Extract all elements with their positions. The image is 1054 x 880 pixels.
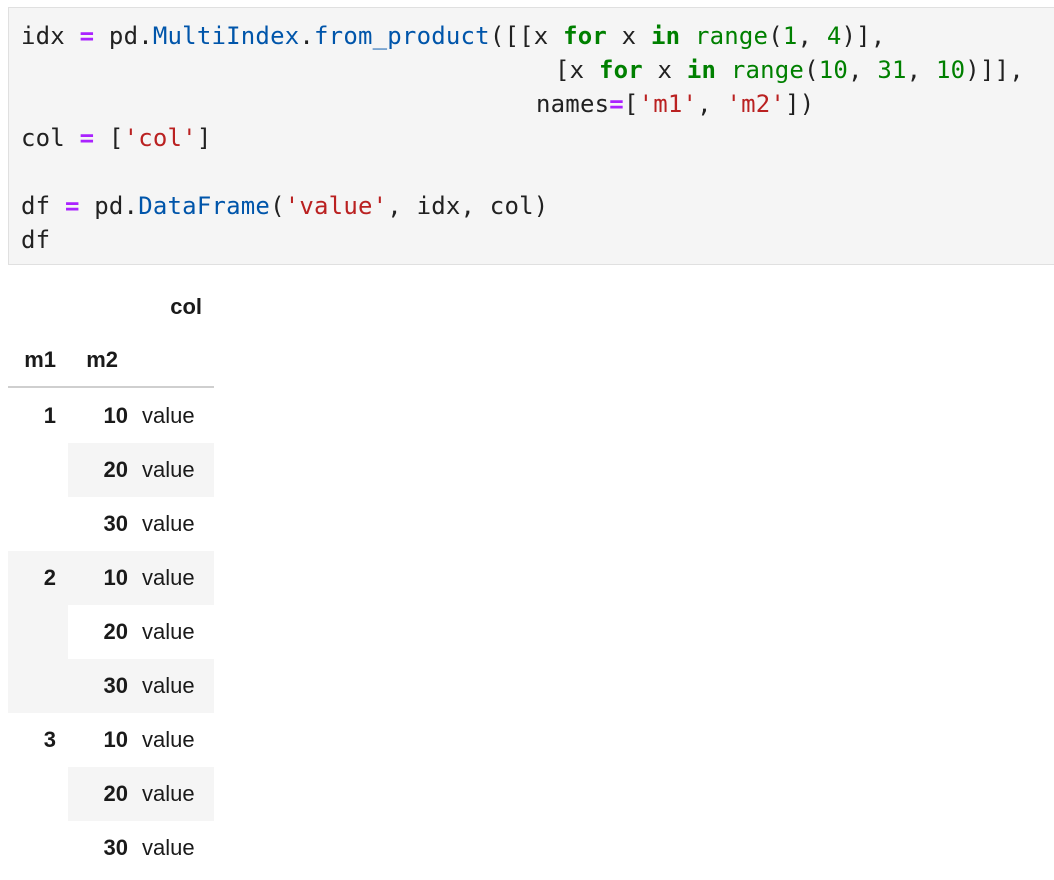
index-m2-cell: 30 <box>103 511 128 536</box>
index-m2-cell: 30 <box>103 835 128 860</box>
value-cell: value <box>142 835 195 860</box>
table-row: 2 10 value <box>8 551 214 713</box>
index-m1-cell <box>8 767 68 821</box>
table-row: 20 value <box>8 767 214 821</box>
column-header-col: col <box>170 294 202 319</box>
table-header-row: col <box>8 280 214 334</box>
code-line-5: df = pd.DataFrame('value', idx, col) <box>21 192 549 220</box>
table-row: 30 value <box>8 821 214 875</box>
index-m1-cell: 1 <box>43 403 56 428</box>
value-cell: value <box>142 511 195 536</box>
index-m2-cell: 30 <box>68 659 128 713</box>
index-name-m2: m2 <box>86 347 118 372</box>
index-m2-cell: 20 <box>103 619 128 644</box>
index-m2-cell: 10 <box>103 403 128 428</box>
table-row: 20 value <box>8 605 214 659</box>
table-row: 30 value <box>8 497 214 551</box>
value-cell: value <box>142 727 195 752</box>
index-names-row: m1 m2 <box>8 333 214 387</box>
value-cell: value <box>128 767 214 821</box>
code-line-2: [x for x in range(10, 31, 10)]], <box>555 56 1024 84</box>
code-cell[interactable]: idx = pd.MultiIndex.from_product([[x for… <box>8 7 1054 265</box>
header-divider <box>8 386 214 388</box>
code-line-6: df <box>21 226 51 254</box>
value-cell: value <box>128 551 214 605</box>
index-m1-cell <box>8 497 68 551</box>
table-row: 3 10 value <box>8 713 214 767</box>
index-m1-cell <box>8 443 68 497</box>
value-cell: value <box>128 659 214 713</box>
table-row: 1 10 value <box>8 389 214 443</box>
value-cell: value <box>142 403 195 428</box>
index-m2-cell: 10 <box>68 551 128 605</box>
table-row: 30 value <box>8 659 214 713</box>
index-m1-cell: 3 <box>43 727 56 752</box>
value-cell: value <box>142 619 195 644</box>
table-row: 20 value <box>8 443 214 497</box>
code-line-3: names=['m1', 'm2']) <box>536 90 815 118</box>
code-line-1: idx = pd.MultiIndex.from_product([[x for… <box>21 22 886 50</box>
value-cell: value <box>128 443 214 497</box>
index-m1-cell <box>8 821 68 875</box>
index-m2-cell: 10 <box>103 727 128 752</box>
code-line-4: col = ['col'] <box>21 124 212 152</box>
index-m2-cell: 20 <box>68 767 128 821</box>
index-name-m1: m1 <box>24 347 56 372</box>
index-m2-cell: 20 <box>68 443 128 497</box>
index-m1-cell: 2 <box>8 551 68 713</box>
